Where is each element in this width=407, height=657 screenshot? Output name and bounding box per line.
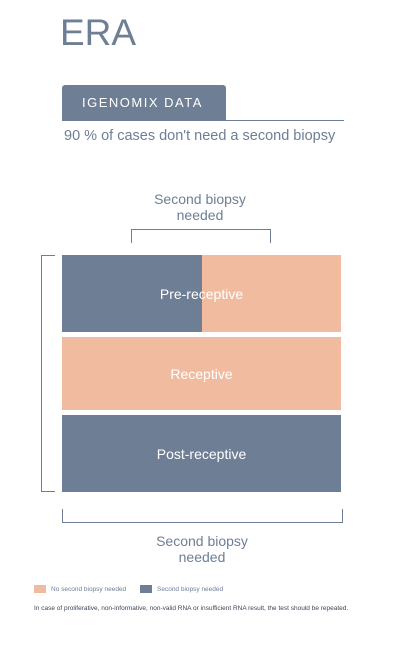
section-tab-label: IGENOMIX DATA: [82, 95, 203, 110]
receptive-label: Receptive: [170, 365, 233, 382]
legend-label-second-biopsy: Second biopsy needed: [157, 585, 224, 593]
pre-receptive-block: Pre-receptive: [62, 255, 341, 332]
section-divider: [62, 120, 344, 121]
legend-item-second-biopsy: Second biopsy needed: [140, 585, 223, 593]
legend-item-no-second-biopsy: No second biopsy needed: [34, 585, 126, 593]
section-tab: [62, 85, 226, 121]
top-bracket: [131, 229, 271, 243]
legend-label-no-second-biopsy: No second biopsy needed: [51, 585, 127, 593]
legend-swatch-peach: [34, 585, 46, 593]
receptive-block: Receptive: [62, 337, 341, 410]
top-bracket-label: Second biopsy needed: [154, 191, 246, 223]
post-receptive-label: Post-receptive: [156, 445, 247, 462]
left-bracket: [41, 255, 55, 492]
bottom-bracket-label: Second biopsy needed: [156, 533, 248, 565]
section-subtitle: 90 % of cases don't need a second biopsy: [64, 128, 336, 144]
page-title: ERA: [60, 12, 137, 53]
post-receptive-block: Post-receptive: [62, 415, 341, 492]
bottom-bracket: [62, 509, 343, 523]
legend-swatch-blue: [140, 585, 152, 593]
pre-receptive-label: Pre-receptive: [159, 285, 244, 302]
footnote: In case of proliferative, non-informativ…: [34, 605, 349, 612]
pre-receptive-second-biopsy-portion: [62, 255, 202, 332]
